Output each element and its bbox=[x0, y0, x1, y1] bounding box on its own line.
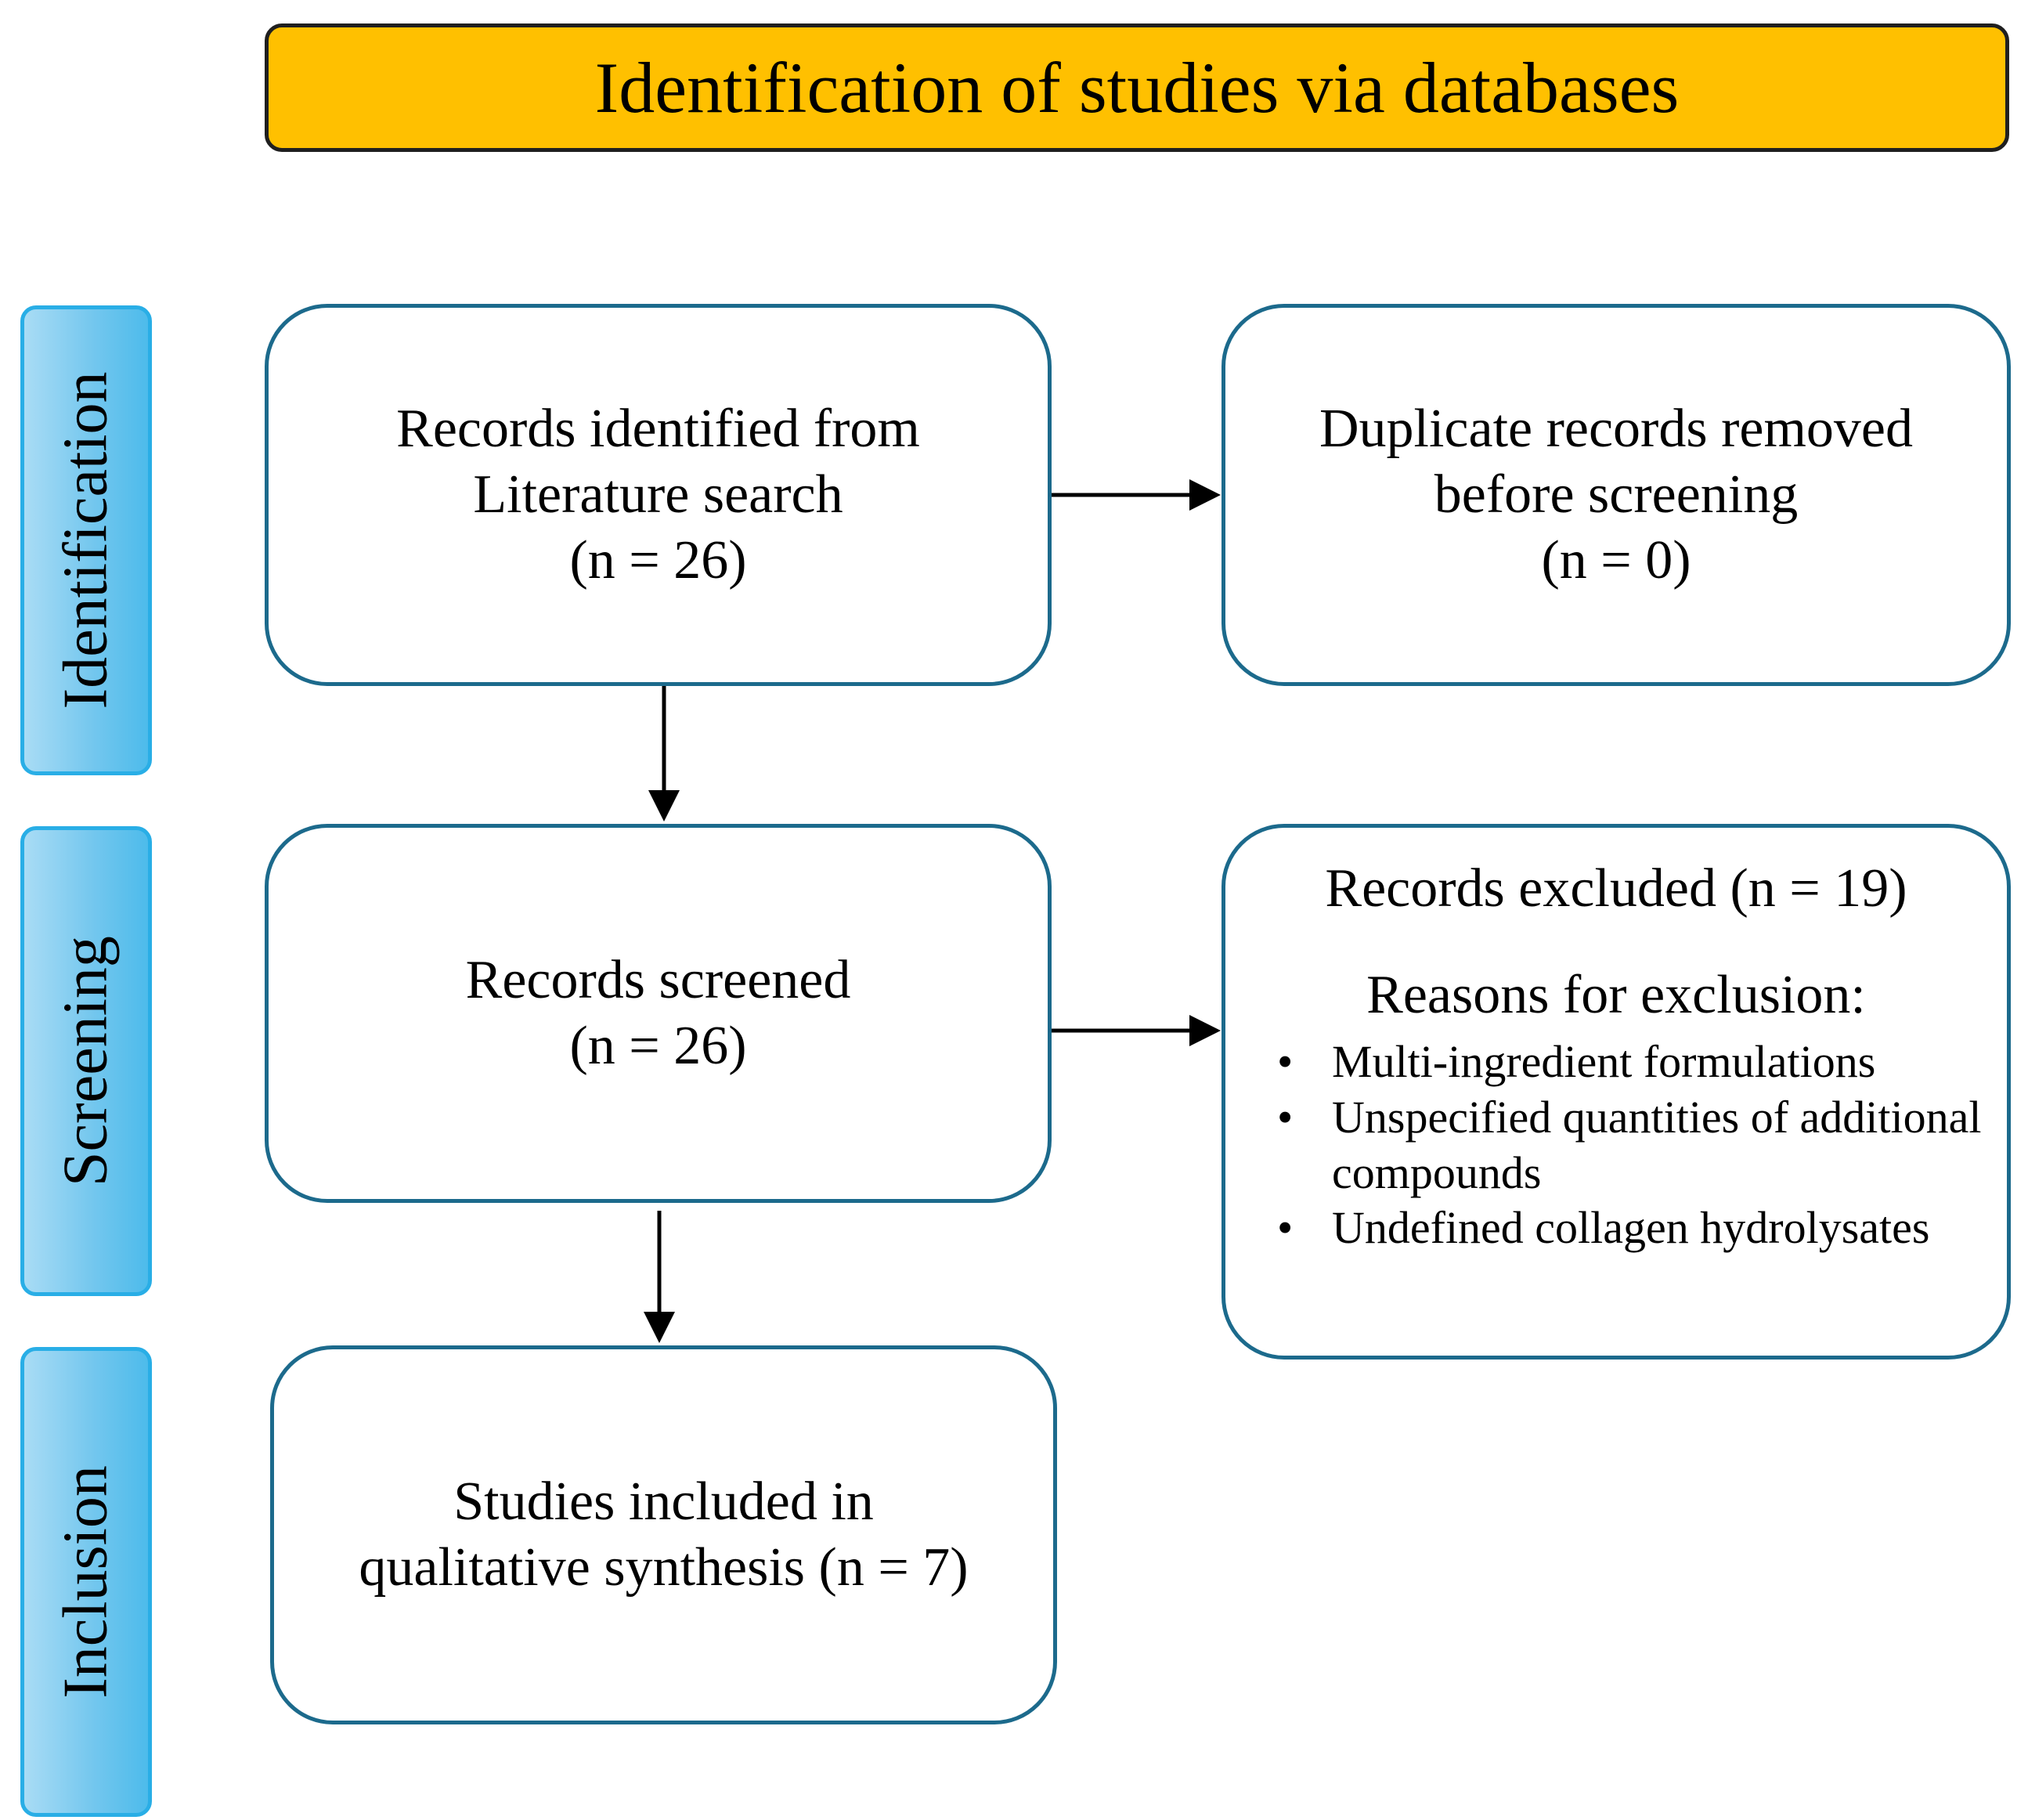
stage-screening: Screening bbox=[20, 826, 152, 1296]
studies-included-box: Studies included in qualitative synthesi… bbox=[270, 1345, 1057, 1724]
records-excluded-box: Records excluded (n = 19) Reasons for ex… bbox=[1221, 824, 2011, 1360]
records-screened-box: Records screened (n = 26) bbox=[265, 824, 1052, 1203]
records-excluded-title: Records excluded (n = 19) bbox=[1325, 858, 1907, 919]
duplicates-removed-line-2: before screening bbox=[1434, 464, 1799, 525]
exclusion-reason-item: • Undefined collagen hydrolysates bbox=[1225, 1201, 2007, 1256]
exclusion-reason-item: • Multi-ingredient formulations bbox=[1225, 1035, 2007, 1090]
stage-identification: Identification bbox=[20, 305, 152, 775]
bullet-glyph: • bbox=[1277, 1091, 1294, 1143]
exclusion-reason-item: • Unspecified quantities of additional c… bbox=[1225, 1090, 2007, 1201]
bullet-glyph: • bbox=[1277, 1036, 1294, 1087]
records-identified-line-2: Literature search bbox=[473, 464, 843, 525]
records-screened-line-1: Records screened bbox=[465, 950, 851, 1010]
studies-included-line-1: Studies included in bbox=[453, 1472, 874, 1532]
records-screened-count: (n = 26) bbox=[569, 1016, 747, 1076]
duplicates-removed-box: Duplicate records removed before screeni… bbox=[1221, 304, 2011, 686]
stage-inclusion: Inclusion bbox=[20, 1347, 152, 1817]
header-banner: Identification of studies via databases bbox=[265, 23, 2009, 152]
studies-included-line-2: qualitative synthesis (n = 7) bbox=[359, 1537, 969, 1598]
records-identified-box: Records identified from Literature searc… bbox=[265, 304, 1052, 686]
exclusion-reason-text: Multi-ingredient formulations bbox=[1332, 1036, 1876, 1087]
exclusion-reason-text: Unspecified quantities of additional com… bbox=[1332, 1091, 1982, 1198]
reasons-for-exclusion-heading: Reasons for exclusion: bbox=[1366, 965, 1866, 1025]
exclusion-reasons-list: • Multi-ingredient formulations • Unspec… bbox=[1225, 1035, 2007, 1256]
records-identified-count: (n = 26) bbox=[569, 530, 747, 590]
records-identified-line-1: Records identified from bbox=[396, 399, 920, 459]
header-title: Identification of studies via databases bbox=[594, 48, 1680, 128]
exclusion-reason-text: Undefined collagen hydrolysates bbox=[1332, 1202, 1930, 1254]
duplicates-removed-count: (n = 0) bbox=[1541, 530, 1691, 590]
bullet-glyph: • bbox=[1277, 1202, 1294, 1254]
duplicates-removed-line-1: Duplicate records removed bbox=[1319, 399, 1913, 459]
